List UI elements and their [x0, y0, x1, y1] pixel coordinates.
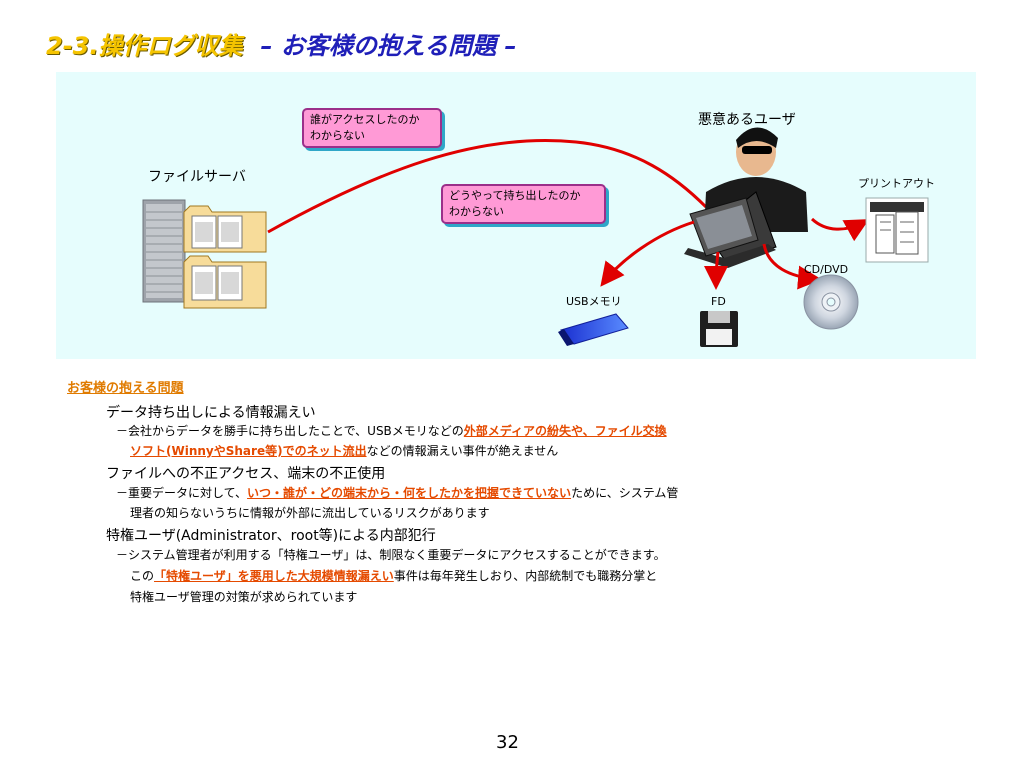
callout-who-accessed: 誰がアクセスしたのか わからない: [302, 108, 442, 148]
slide-title: 2-3.操作ログ収集 – お客様の抱える問題 –: [46, 26, 516, 61]
folder-icon-bottom: [183, 255, 267, 309]
s3-line2-text-a: この: [130, 569, 155, 583]
malicious-user-icon: [684, 127, 808, 268]
section-insider-crime-title: 特権ユーザ(Administrator、root等)による内部犯行: [106, 528, 436, 544]
s3-line2-highlight: 「特権ユーザ」を悪用した大規模情報漏えい: [154, 569, 394, 583]
section-data-leak-line1: －会社からデータを勝手に持ち出したことで、USBメモリなどの外部メディアの紛失や…: [116, 422, 667, 439]
access-curve: [267, 138, 708, 234]
usb-label: USBメモリ: [566, 295, 622, 308]
callout-how-line1: どうやって持ち出したのか: [449, 189, 581, 202]
s1-line2-text: などの情報漏えい事件が絶えません: [366, 444, 559, 458]
arrow-to-fd: [704, 251, 729, 290]
cddvd-label: CD/DVD: [804, 263, 849, 276]
s1-line1-highlight: 外部メディアの紛失や、ファイル交換: [463, 424, 667, 438]
section-insider-crime-line2: この「特権ユーザ」を悪用した大規模情報漏えい事件は毎年発生しおり、内部統制でも職…: [130, 567, 657, 584]
folder-icon-top: [183, 205, 267, 253]
callout-how-line2: わからない: [449, 205, 504, 218]
usb-icon: [558, 313, 629, 346]
diagram-panel: 誰がアクセスしたのか わからない どうやって持ち出したのか わからない ファイル…: [56, 72, 976, 359]
floppy-icon: [700, 311, 738, 347]
cd-icon: [803, 274, 859, 330]
arrow-to-usb: [600, 220, 695, 287]
file-server-label: ファイルサーバ: [148, 169, 246, 185]
s1-line1-text: －会社からデータを勝手に持ち出したことで、USBメモリなどの: [116, 424, 464, 438]
title-subtitle: – お客様の抱える問題 –: [260, 32, 517, 60]
s1-line2-highlight: ソフト(WinnyやShare等)でのネット流出: [130, 444, 367, 458]
s3-line2-text-c: 事件は毎年発生しおり、内部統制でも職務分掌と: [393, 569, 658, 583]
s2-line1-text-a: －重要データに対して、: [116, 486, 248, 500]
section-unauthorized-access-line2: 理者の知らないうちに情報が外部に流出しているリスクがあります: [130, 506, 490, 520]
callout-how-exported: どうやって持ち出したのか わからない: [441, 184, 606, 224]
arrow-to-printout: [810, 217, 870, 242]
malicious-user-label: 悪意あるユーザ: [698, 112, 796, 128]
arrow-to-cddvd: [762, 243, 822, 290]
s2-line1-text-c: ために、システム管: [571, 486, 679, 500]
callout-who-line1: 誰がアクセスしたのか: [310, 113, 420, 126]
section-data-leak-line2: ソフト(WinnyやShare等)でのネット流出などの情報漏えい事件が絶えません: [130, 442, 558, 459]
printout-label: プリントアウト: [858, 177, 935, 190]
section-insider-crime-line1: －システム管理者が利用する「特権ユーザ」は、制限なく重要データにアクセスすること…: [116, 548, 666, 562]
page-number: 32: [496, 732, 519, 753]
s2-line1-highlight: いつ・誰が・どの端末から・何をしたかを把握できていない: [247, 486, 572, 500]
section-insider-crime-line3: 特権ユーザ管理の対策が求められています: [130, 590, 358, 604]
printout-icon: [865, 197, 929, 263]
title-section: 2-3.操作ログ収集: [46, 32, 243, 60]
diagram-graphics: [142, 127, 929, 347]
server-icon: [142, 199, 186, 303]
callout-who-line2: わからない: [310, 129, 365, 142]
section-unauthorized-access-title: ファイルへの不正アクセス、端末の不正使用: [106, 466, 386, 482]
fd-label: FD: [711, 295, 726, 308]
section-data-leak-title: データ持ち出しによる情報漏えい: [106, 405, 316, 421]
section-unauthorized-access-line1: －重要データに対して、いつ・誰が・どの端末から・何をしたかを把握できていないため…: [116, 484, 678, 501]
problems-heading: お客様の抱える問題: [67, 381, 184, 396]
